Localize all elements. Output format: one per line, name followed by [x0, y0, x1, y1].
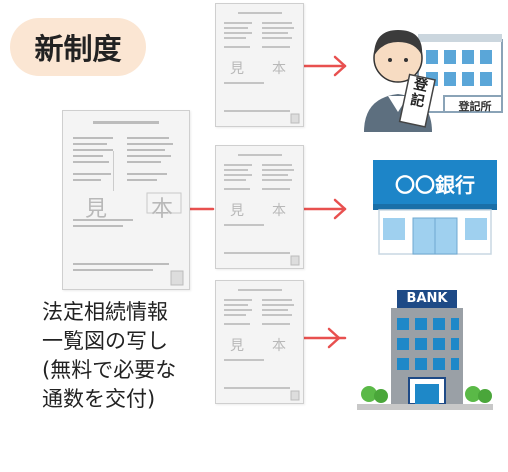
stamp-mi: 見 — [230, 338, 244, 354]
bank-sign: BANK — [406, 291, 448, 306]
description-line: 法定相続情報 — [42, 300, 168, 324]
bank-building-icon — [357, 290, 493, 410]
stamp-mi: 見 — [230, 61, 244, 77]
stamp-hon: 本 — [272, 203, 286, 219]
bank-illustration: BANK — [357, 290, 493, 412]
description-line: 一覧図の写し — [42, 329, 168, 353]
description-line: (無料で必要な — [42, 358, 177, 382]
document-copy-2: 見 本 — [215, 145, 304, 269]
badge-label: 新制度 — [34, 32, 122, 66]
bank-branch-illustration: 〇〇銀行 — [373, 160, 497, 256]
new-system-badge: 新制度 — [10, 18, 146, 76]
description-line: 通数を交付) — [42, 387, 156, 411]
large-document: 見 本 — [62, 110, 190, 290]
stamp-mi: 見 — [230, 203, 244, 219]
document-copy-3: 見 本 — [215, 280, 304, 404]
stamp-mi: 見 — [85, 197, 108, 222]
registry-sign: 登記所 — [458, 100, 492, 113]
document-copy-1: 見 本 — [215, 3, 304, 127]
arrow-head-bank-branch — [333, 198, 347, 220]
arrow-head-bank — [327, 327, 341, 349]
stamp-hon: 本 — [151, 197, 174, 222]
registry-building-icon — [364, 30, 503, 132]
bank-branch-building-icon — [373, 160, 497, 255]
stamp-hon: 本 — [272, 61, 286, 77]
stamp-hon: 本 — [272, 338, 286, 354]
bank-branch-sign: 〇〇銀行 — [395, 173, 475, 197]
registry-office-illustration: 登記 登記所 — [356, 12, 504, 140]
arrow-head-registry — [333, 55, 347, 77]
description-text: 法定相続情報 一覧図の写し (無料で必要な 通数を交付) — [42, 298, 212, 414]
